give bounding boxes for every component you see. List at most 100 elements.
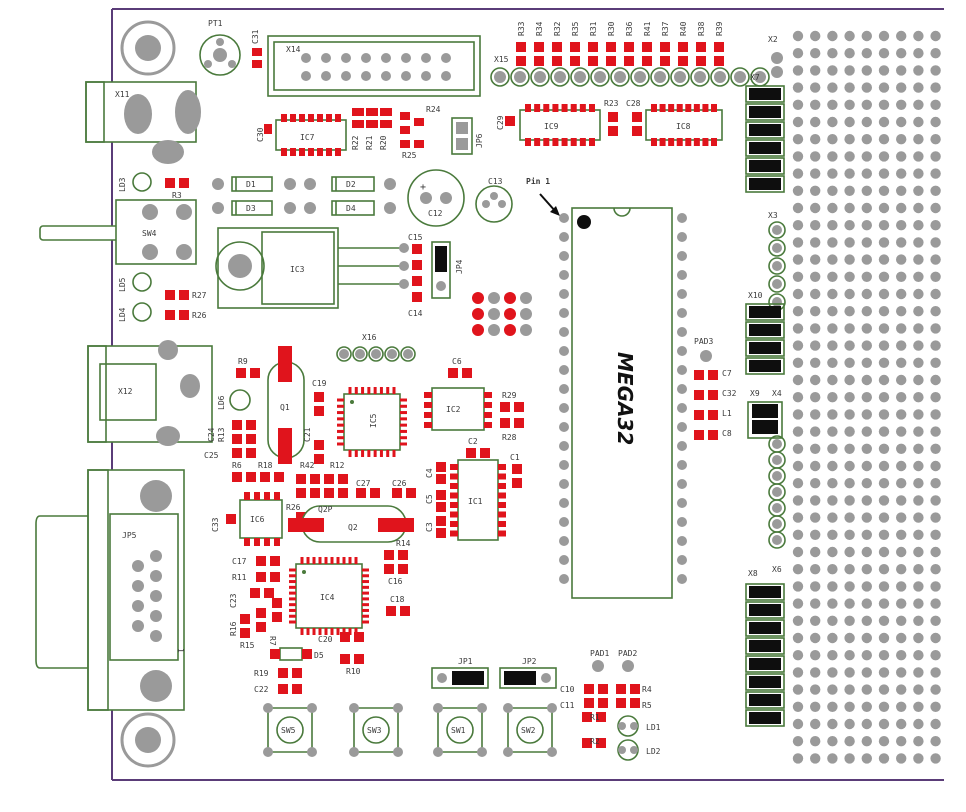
label-pt1: PT1 [208, 19, 223, 28]
chip-ic5: IC5 [337, 387, 407, 457]
chip-ic9: IC9 C29 [496, 104, 601, 146]
label-r41: R41 [643, 21, 652, 36]
label-ic4: IC4 [320, 593, 335, 602]
label-r3: R3 [172, 191, 182, 200]
label-c16: C16 [388, 577, 403, 586]
chip-ic6: IC6 [239, 492, 283, 546]
mounting-hole-bottom-left [120, 712, 176, 768]
label-r25: R25 [402, 151, 417, 160]
label-r16: R16 [229, 621, 238, 636]
label-x6: X6 [772, 565, 782, 574]
label-c6: C6 [452, 357, 462, 366]
parts-c23-r15 [240, 588, 282, 638]
label-c7: C7 [722, 369, 732, 378]
label-jp4: JP4 [455, 259, 464, 274]
label-sw2: SW2 [521, 726, 536, 735]
caps-c7-c8 [694, 370, 718, 440]
label-jp2: JP2 [522, 657, 537, 666]
label-c10: C10 [560, 685, 575, 694]
label-c32: C32 [722, 389, 737, 398]
jumper-jp4: JP4 [431, 241, 464, 299]
label-c11: C11 [560, 701, 575, 710]
label-d3: D3 [246, 204, 256, 213]
resistors-r42-r12 [296, 474, 348, 498]
label-x3: X3 [768, 211, 778, 220]
label-pad1: PAD1 [590, 649, 609, 658]
label-r27: R27 [192, 291, 207, 300]
label-r28: R28 [502, 433, 517, 442]
trimmer-pt1: PT1 [199, 19, 241, 76]
label-r40: R40 [679, 21, 688, 36]
label-r33: R33 [517, 21, 526, 36]
label-r32: R32 [553, 21, 562, 36]
label-r5: R5 [642, 701, 652, 710]
jumper-jp1: JP1 [431, 657, 489, 689]
chip-ic1: IC1 [450, 459, 506, 541]
label-x2: X2 [768, 35, 778, 44]
label-r2: R2 [590, 737, 600, 746]
label-ic2: IC2 [446, 405, 461, 414]
chip-ic8: IC8 [645, 104, 723, 146]
label-c1: C1 [510, 453, 520, 462]
label-c17: C17 [232, 557, 247, 566]
push-button-sw2: SW2 [503, 703, 557, 757]
label-sw3: SW3 [367, 726, 382, 735]
label-ld2: LD2 [646, 747, 661, 756]
slide-switch-sw4: SW4 [39, 199, 197, 265]
label-x10: X10 [748, 291, 763, 300]
label-sw5: SW5 [281, 726, 296, 735]
label-ic8: IC8 [676, 122, 691, 131]
mounting-hole-top-left [120, 20, 176, 76]
label-c12: C12 [428, 209, 443, 218]
label-c19: C19 [312, 379, 327, 388]
label-pin1: Pin 1 [526, 176, 550, 186]
regulator-ic3: IC3 [215, 227, 409, 309]
label-d2: D2 [346, 180, 356, 189]
label-l1: L1 [722, 409, 732, 418]
label-r19: R19 [254, 669, 269, 678]
caps-c4-c3 [436, 462, 446, 538]
connector-x12: X12 [87, 340, 213, 446]
label-r26: R26 [286, 503, 301, 512]
jumper-bank-x10 [745, 303, 785, 375]
parts-c10-ld2 [582, 684, 640, 761]
label-ld5: LD5 [118, 277, 127, 292]
label-r37: R37 [661, 21, 670, 36]
label-ic7: IC7 [300, 133, 315, 142]
chip-ic4: IC4 [289, 557, 369, 635]
label-ld6: LD6 [217, 395, 226, 410]
header-x3 [768, 221, 786, 311]
label-r31: R31 [589, 21, 598, 36]
label-sw4: SW4 [142, 229, 157, 238]
label-c28: C28 [626, 99, 641, 108]
label-r26-left: R26 [192, 311, 207, 320]
label-c14: C14 [408, 309, 423, 318]
label-r30: R30 [607, 21, 616, 36]
label-x9: X9 [750, 389, 760, 398]
label-c23: C23 [229, 593, 238, 608]
jumper-jp2: JP2 [499, 657, 557, 689]
label-r34: R34 [535, 21, 544, 36]
label-r18: R18 [258, 461, 273, 470]
label-c31: C31 [251, 29, 260, 44]
label-c29: C29 [496, 115, 505, 130]
label-c4: C4 [425, 468, 434, 478]
chip-ic7: IC7 C30 [256, 114, 347, 156]
label-r39: R39 [715, 21, 724, 36]
label-x4: X4 [772, 389, 782, 398]
jumper-bank-x8 [745, 583, 785, 727]
push-button-sw3: SW3 [349, 703, 403, 757]
label-ld4: LD4 [118, 307, 127, 322]
svg-text:+: + [420, 182, 426, 193]
dc-jack-x11: X11 [85, 81, 201, 164]
label-r15: R15 [240, 641, 255, 650]
label-r6: R6 [232, 461, 242, 470]
jumper-bank-x7 [745, 85, 785, 193]
label-ic1: IC1 [468, 497, 483, 506]
crystal-q2: Q2P Q2 [288, 505, 414, 543]
label-ic6: IC6 [250, 515, 265, 524]
label-c33: C33 [211, 517, 220, 532]
